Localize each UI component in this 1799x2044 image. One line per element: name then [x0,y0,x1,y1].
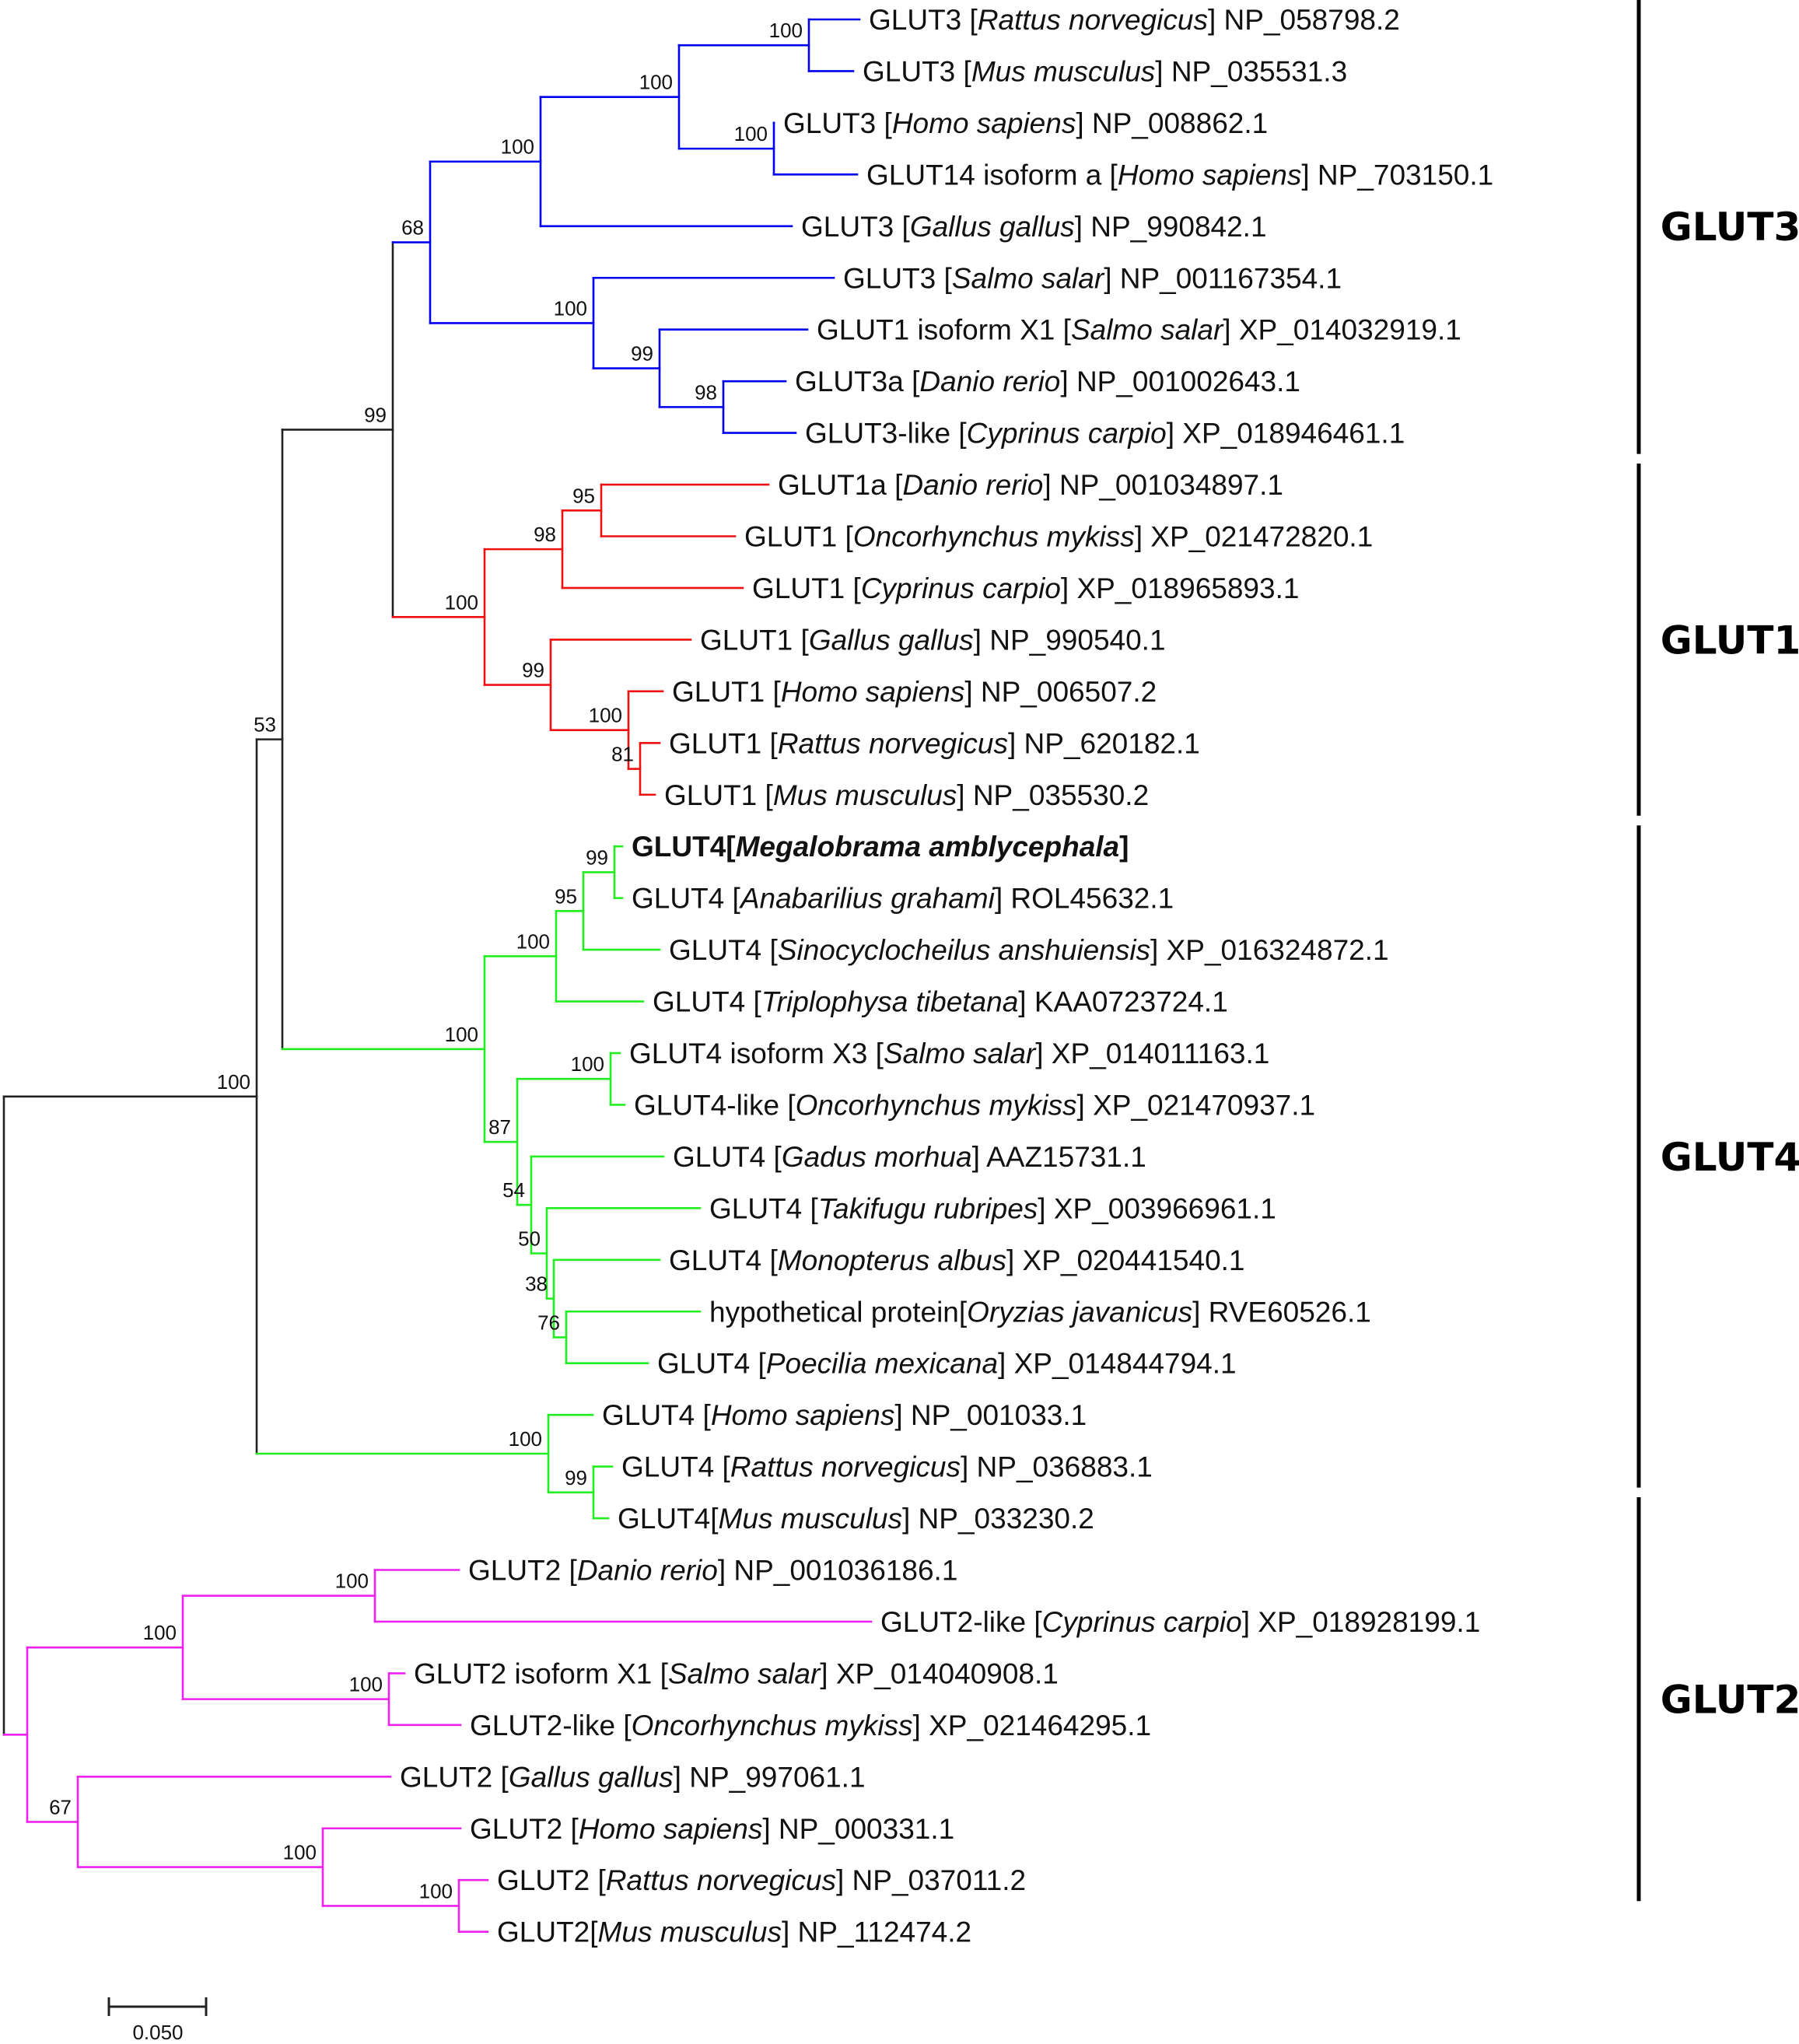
scale-bar-label: 0.050 [132,2021,183,2044]
bootstrap-value: 100 [639,71,673,94]
bootstrap-value: 100 [283,1841,317,1864]
bootstrap-value: 98 [534,523,556,546]
bootstrap-value: 100 [349,1673,383,1696]
bootstrap-value: 98 [695,380,717,404]
bootstrap-value: 100 [516,929,550,953]
leaf-label: GLUT4[Mus musculus] NP_033230.2 [618,1503,1094,1535]
bootstrap-value: 100 [445,1023,478,1046]
bootstrap-value: 54 [502,1178,525,1202]
bootstrap-value: 100 [769,19,803,42]
leaf-label: GLUT4 [Rattus norvegicus] NP_036883.1 [621,1451,1153,1483]
leaf-label: hypothetical protein[Oryzias javanicus] … [709,1296,1371,1328]
leaf-label: GLUT1 [Homo sapiens] NP_006507.2 [672,676,1157,708]
bootstrap-value: 100 [419,1879,453,1902]
leaf-label: GLUT4 [Sinocyclocheilus anshuiensis] XP_… [669,934,1389,966]
bootstrap-value: 53 [254,713,276,737]
bootstrap-value: 50 [518,1227,541,1250]
leaf-label: GLUT2-like [Oncorhynchus mykiss] XP_0214… [470,1710,1151,1741]
bootstrap-value: 81 [611,743,634,766]
leaf-label: GLUT4 [Homo sapiens] NP_001033.1 [602,1399,1087,1431]
bootstrap-value: 87 [488,1115,511,1139]
leaf-label: GLUT4 isoform X3 [Salmo salar] XP_014011… [629,1038,1269,1069]
leaf-label: GLUT3 [Homo sapiens] NP_008862.1 [783,107,1268,139]
leaf-label: GLUT4 [Poecilia mexicana] XP_014844794.1 [657,1348,1237,1380]
bootstrap-value: 100 [571,1052,604,1076]
leaf-label: GLUT4-like [Oncorhynchus mykiss] XP_0214… [634,1089,1315,1121]
leaf-label: GLUT2 [Danio rerio] NP_001036186.1 [468,1555,957,1587]
bootstrap-value: 99 [364,403,387,426]
bootstrap-value: 68 [401,216,424,240]
tree-branches [2,18,873,1933]
leaf-label: GLUT1 isoform X1 [Salmo salar] XP_014032… [817,314,1461,346]
leaf-label: GLUT1 [Oncorhynchus mykiss] XP_021472820… [744,521,1373,553]
leaf-label: GLUT2 [Rattus norvegicus] NP_037011.2 [497,1864,1026,1896]
bootstrap-value: 100 [589,704,622,727]
leaf-labels: GLUT3 [Rattus norvegicus] NP_058798.2GLU… [400,4,1493,1948]
leaf-label: GLUT4 [Anabarilius grahami] ROL45632.1 [632,883,1174,915]
leaf-label: GLUT1a [Danio rerio] NP_001034897.1 [778,469,1283,501]
leaf-label: GLUT1 [Mus musculus] NP_035530.2 [664,779,1149,811]
leaf-label: GLUT3a [Danio rerio] NP_001002643.1 [795,366,1300,397]
bootstrap-value: 100 [217,1070,250,1094]
bootstrap-value: 95 [555,884,577,908]
leaf-label: GLUT4[Megalobrama amblycephala] [632,831,1129,863]
bootstrap-value: 100 [445,590,478,614]
leaf-label: GLUT2-like [Cyprinus carpio] XP_01892819… [880,1606,1480,1638]
clade-label-glut1: GLUT1 [1661,618,1799,663]
bootstrap-value: 99 [631,342,653,366]
bootstrap-value: 67 [49,1795,72,1818]
leaf-label: GLUT3-like [Cyprinus carpio] XP_01894646… [805,418,1405,450]
leaf-label: GLUT3 [Salmo salar] NP_001167354.1 [843,262,1342,294]
leaf-label: GLUT4 [Gadus morhua] AAZ15731.1 [673,1141,1146,1173]
bootstrap-value: 100 [501,135,534,159]
leaf-label: GLUT1 [Cyprinus carpio] XP_018965893.1 [752,572,1299,604]
bootstrap-value: 38 [525,1272,548,1296]
bootstrap-value: 99 [522,659,544,682]
bootstrap-value: 100 [554,296,587,320]
leaf-label: GLUT14 isoform a [Homo sapiens] NP_70315… [866,159,1493,191]
clade-label-glut4: GLUT4 [1661,1135,1799,1180]
bootstrap-value: 95 [572,484,595,507]
bootstrap-value: 99 [565,1466,587,1489]
bootstrap-value: 100 [143,1621,177,1644]
leaf-label: GLUT1 [Gallus gallus] NP_990540.1 [700,624,1166,656]
leaf-label: GLUT4 [Monopterus albus] XP_020441540.1 [669,1244,1245,1276]
bootstrap-value: 100 [335,1570,369,1593]
leaf-label: GLUT1 [Rattus norvegicus] NP_620182.1 [669,727,1200,759]
leaf-label: GLUT2 [Homo sapiens] NP_000331.1 [470,1813,954,1845]
leaf-label: GLUT3 [Mus musculus] NP_035531.3 [863,55,1347,87]
leaf-label: GLUT3 [Rattus norvegicus] NP_058798.2 [869,4,1400,36]
leaf-label: GLUT3 [Gallus gallus] NP_990842.1 [801,211,1267,243]
leaf-label: GLUT2 [Gallus gallus] NP_997061.1 [400,1761,866,1793]
clade-label-glut3: GLUT3 [1661,205,1799,250]
bootstrap-value: 100 [734,122,768,145]
leaf-label: GLUT2 isoform X1 [Salmo salar] XP_014040… [414,1657,1059,1689]
clade-label-glut2: GLUT2 [1661,1678,1799,1723]
leaf-label: GLUT4 [Triplophysa tibetana] KAA0723724.… [653,986,1228,1018]
leaf-label: GLUT4 [Takifugu rubripes] XP_003966961.1 [709,1192,1276,1224]
scale-bar: 0.050 [107,1997,208,2044]
bootstrap-value: 99 [586,845,608,869]
bootstrap-labels: 100 100 100 100 98 99 100 68 95 98 81 100 99 100 99 99 9… [49,19,803,1902]
bootstrap-value: 100 [509,1427,542,1451]
bootstrap-value: 76 [537,1311,560,1334]
leaf-label: GLUT2[Mus musculus] NP_112474.2 [497,1916,971,1948]
